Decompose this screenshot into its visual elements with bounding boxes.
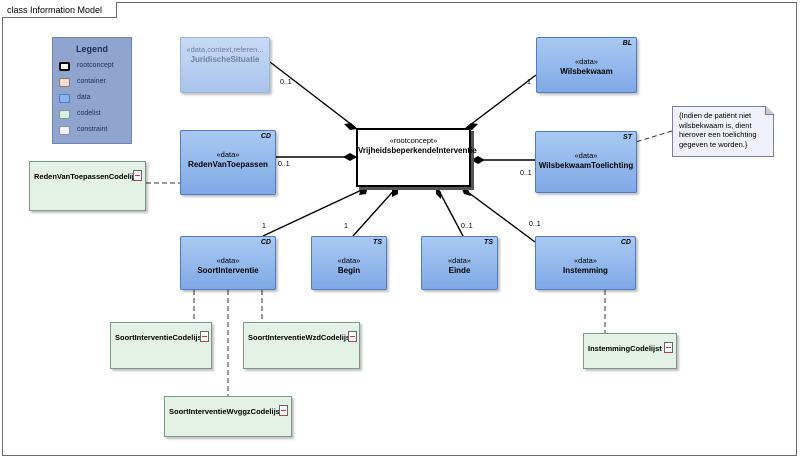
document-icon xyxy=(279,405,288,416)
diamond-soort xyxy=(359,187,368,195)
class-wilsbekwaam[interactable]: BL «data» Wilsbekwaam xyxy=(536,37,637,93)
legend-label: data xyxy=(77,94,91,101)
class-name: Begin xyxy=(337,266,361,275)
type-tag: CD xyxy=(260,239,271,246)
multiplicity-begin: 1 xyxy=(344,223,348,230)
class-einde[interactable]: TS «data» Einde xyxy=(421,236,498,290)
stereotype-label: «data» xyxy=(448,256,471,265)
class-name: JuridischeSituatie xyxy=(190,55,260,64)
document-icon xyxy=(200,331,209,342)
class-name: RedenVanToepassen xyxy=(188,160,268,169)
legend-swatch xyxy=(59,110,70,119)
class-juridische-situatie[interactable]: «data,context,referen... JuridischeSitua… xyxy=(180,37,270,93)
legend-swatch xyxy=(59,126,70,135)
multiplicity-reden: 0..1 xyxy=(278,161,290,168)
codelist-soort-interventie-wvggz[interactable]: SoortInterventieWvggzCodelijst xyxy=(164,396,292,437)
legend-item-container: container xyxy=(59,78,129,89)
codelist-name: SoortInterventieWvggzCodelijst xyxy=(169,407,283,416)
diamond-instemming xyxy=(461,187,471,196)
legend-title: Legend xyxy=(75,44,108,54)
class-name: VrijheidsbeperkendeInterventie xyxy=(358,146,477,155)
multiplicity-soort: 1 xyxy=(262,223,266,230)
legend-label: codelist xyxy=(77,110,101,117)
legend-swatch xyxy=(59,78,70,87)
class-soort-interventie[interactable]: CD «data» SoortInterventie xyxy=(180,236,276,290)
link-juridische xyxy=(269,61,357,129)
type-tag: TS xyxy=(484,239,493,246)
legend-item-constraint: constraint xyxy=(59,126,129,137)
document-icon xyxy=(664,342,673,353)
legend: Legend rootconcept container data codeli… xyxy=(52,37,132,144)
document-icon xyxy=(348,331,357,342)
diamond-toelichting xyxy=(471,156,485,164)
codelist-name: RedenVanToepassenCodelijst xyxy=(34,172,141,181)
multiplicity-juridische: 0..1 xyxy=(280,79,292,86)
codelist-name: SoortInterventieCodelijst xyxy=(115,333,205,342)
diamond-begin xyxy=(392,187,398,197)
class-name: Instemming xyxy=(563,266,608,275)
legend-item-rootconcept: rootconcept xyxy=(59,62,129,73)
type-tag: CD xyxy=(620,239,631,246)
multiplicity-einde: 0..1 xyxy=(461,223,473,230)
multiplicity-wilsbekwaam: 1 xyxy=(527,79,531,86)
legend-label: constraint xyxy=(77,126,108,133)
type-tag: ST xyxy=(623,134,632,141)
multiplicity-toelichting: 0..1 xyxy=(520,170,532,177)
codelist-soort-interventie[interactable]: SoortInterventieCodelijst xyxy=(110,322,212,369)
codelist-soort-interventie-wzd[interactable]: SoortInterventieWzdCodelijst xyxy=(243,322,360,369)
stereotype-label: «data,context,referen... xyxy=(186,45,264,54)
legend-label: rootconcept xyxy=(77,62,114,69)
constraint-note[interactable]: {Indien de patiënt niet wilsbekwaam is, … xyxy=(672,106,774,157)
link-soort xyxy=(262,186,369,237)
stereotype-label: «rootconcept» xyxy=(389,136,438,145)
link-wilsbekwaam xyxy=(465,74,537,129)
stereotype-label: «data» xyxy=(216,150,240,159)
link-instemming xyxy=(460,186,536,243)
class-name: Wilsbekwaam xyxy=(560,67,613,76)
codelist-instemming[interactable]: InstemmingCodelijst xyxy=(583,333,677,369)
diamond-einde xyxy=(436,187,441,199)
stereotype-label: «data» xyxy=(216,256,240,265)
legend-item-codelist: codelist xyxy=(59,110,129,121)
codelist-reden-van-toepassen[interactable]: RedenVanToepassenCodelijst xyxy=(29,161,146,211)
document-icon xyxy=(133,170,142,181)
link-einde xyxy=(436,186,464,237)
diagram-title: class Information Model xyxy=(2,2,118,18)
class-name: SoortInterventie xyxy=(197,266,259,275)
class-wilsbekwaam-toelichting[interactable]: ST «data» WilsbekwaamToelichting xyxy=(535,131,637,193)
codelist-name: InstemmingCodelijst xyxy=(588,344,662,353)
legend-swatch xyxy=(59,62,70,71)
diamond-juridische xyxy=(344,123,357,130)
multiplicity-instemming: 0..1 xyxy=(529,221,541,228)
legend-label: container xyxy=(77,78,106,85)
class-instemming[interactable]: CD «data» Instemming xyxy=(535,236,636,290)
type-tag: TS xyxy=(373,239,382,246)
stereotype-label: «data» xyxy=(574,151,598,160)
stereotype-label: «data» xyxy=(575,57,598,66)
class-vrijheidsbeperkende-interventie[interactable]: «rootconcept» VrijheidsbeperkendeInterve… xyxy=(356,128,477,187)
class-reden-van-toepassen[interactable]: CD «data» RedenVanToepassen xyxy=(180,130,276,195)
class-name: WilsbekwaamToelichting xyxy=(538,161,634,170)
codelist-name: SoortInterventieWzdCodelijst xyxy=(248,333,353,342)
type-tag: CD xyxy=(260,133,271,140)
diamond-reden xyxy=(343,153,357,161)
stereotype-label: «data» xyxy=(337,256,361,265)
class-begin[interactable]: TS «data» Begin xyxy=(311,236,387,290)
type-tag: BL xyxy=(622,40,632,47)
stereotype-label: «data» xyxy=(574,256,597,265)
class-name: Einde xyxy=(448,266,471,275)
legend-swatch xyxy=(59,94,70,103)
link-begin xyxy=(352,186,398,237)
legend-item-data: data xyxy=(59,94,129,105)
